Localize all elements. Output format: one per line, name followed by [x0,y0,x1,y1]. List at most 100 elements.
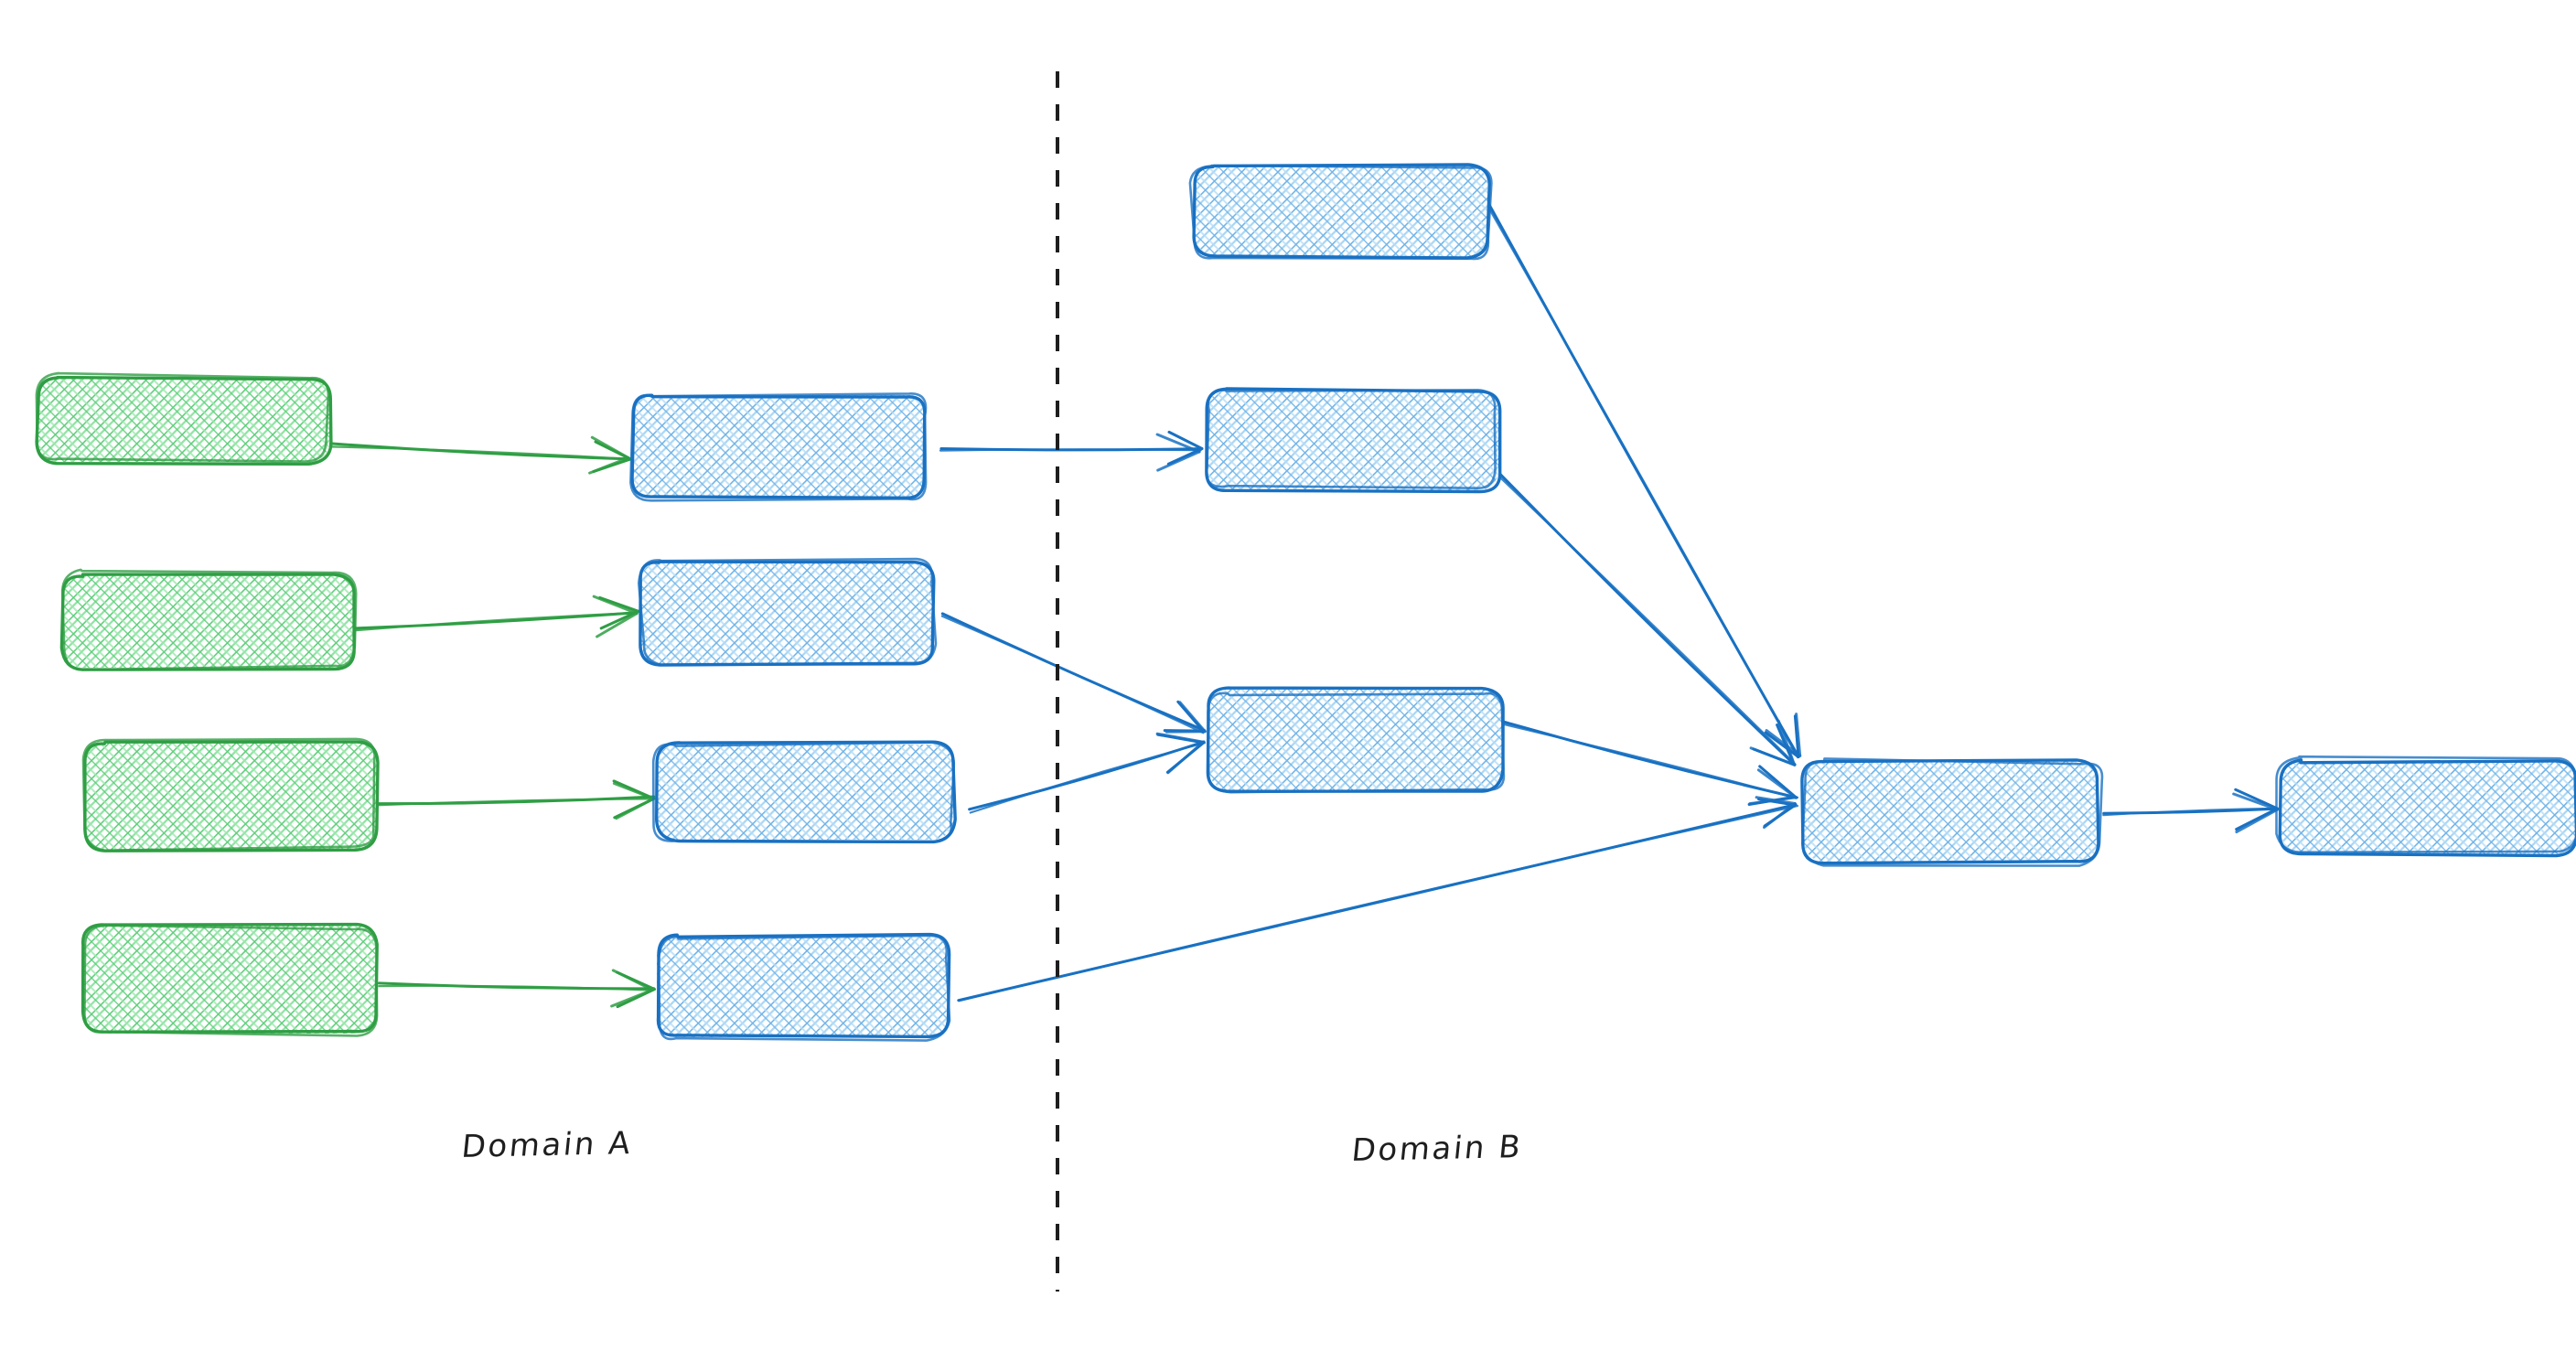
node-fill-hatch-b [37,378,329,462]
nodes-layer [35,163,2576,1042]
node-outline-stroke [651,741,956,843]
node-outline-stroke [61,568,358,671]
domain-b-label: Domain B [1349,1129,1525,1169]
node-b3[interactable] [1206,686,1506,794]
arrowhead-stroke [1765,729,1802,757]
edge-e6-m2-to-b3[interactable] [940,612,1207,734]
node-b1[interactable] [1188,163,1493,261]
node-outline-stroke [35,371,330,463]
node-fill-hatch-b [657,745,953,840]
node-outline-stroke [81,737,376,852]
edge-shaft [1485,202,1799,759]
node-outline-stroke [1800,758,2100,865]
arrowhead-stroke [615,797,656,820]
edge-shaft [355,611,638,632]
edge-shaft [2102,807,2278,817]
node-outline-stroke [83,924,379,1037]
arrowhead-stroke [1155,732,1205,744]
arrowhead-stroke [1167,430,1204,450]
node-b5[interactable] [2275,755,2576,858]
edge-e12-b4-to-b5[interactable] [2102,788,2279,833]
node-outline-stroke [59,573,356,671]
node-outline-stroke [657,934,951,1042]
node-fill-hatch-b [1206,391,1498,490]
edge-shaft [958,805,1799,1002]
arrowhead-stroke [610,988,654,1008]
edge-e2-a2-to-m2[interactable] [354,595,640,638]
edge-e8-b1-to-b4[interactable] [1485,201,1802,759]
node-outline-stroke [629,392,928,502]
domain-a-label: Domain A [459,1125,635,1165]
edge-shaft [378,984,654,991]
arrowhead-stroke [1749,746,1797,766]
node-fill-hatch-b [1195,165,1487,258]
node-outline-stroke [1192,163,1491,260]
arrowhead-stroke [2234,788,2279,810]
edge-e3-a3-to-m3[interactable] [377,779,656,820]
node-a3[interactable] [81,737,380,852]
edge-e1-a1-to-m1[interactable] [328,435,632,475]
node-outline-stroke [1207,691,1506,794]
arrowhead-stroke [1756,768,1798,799]
arrowhead-stroke [1155,433,1201,454]
arrowhead-stroke [1156,450,1201,472]
edge-e4-a4-to-m4[interactable] [378,969,656,1009]
node-fill-hatch-b [2281,761,2576,854]
edge-shaft [1501,723,1798,799]
arrowhead-stroke [1166,740,1205,775]
edges-layer [328,201,2279,1009]
node-m2[interactable] [638,557,938,667]
arrowhead-stroke [1764,731,1800,758]
arrowhead-stroke [1755,796,1797,805]
arrowhead-stroke [2235,808,2279,833]
edge-e9-b2-to-b4[interactable] [1498,473,1797,766]
arrowhead-stroke [1776,719,1797,766]
node-outline-stroke [80,922,379,1034]
node-fill-hatch-b [657,937,950,1037]
node-outline-stroke [2275,755,2576,853]
edge-e11-m4-to-b4[interactable] [957,796,1799,1002]
node-fill-hatch-b [1209,690,1502,790]
arrowhead-stroke [588,456,630,475]
node-fill-hatch-b [633,395,926,498]
arrowhead-stroke [1795,713,1802,757]
node-outline-stroke [656,932,951,1039]
edge-shaft [939,448,1202,452]
node-a2[interactable] [59,568,358,671]
node-fill-hatch-b [640,562,933,664]
edge-e10-b3-to-b4[interactable] [1501,720,1798,806]
node-outline-stroke [1188,164,1493,261]
node-fill-hatch-b [84,926,377,1034]
arrowhead-stroke [1763,802,1797,830]
arrowhead-stroke [611,969,654,991]
edge-shaft [377,798,655,807]
node-m1[interactable] [629,392,928,502]
node-m4[interactable] [656,932,951,1042]
arrowhead-stroke [1178,701,1207,734]
edge-e5-m1-to-b2[interactable] [939,430,1204,472]
node-outline-stroke [1801,757,2104,867]
arrowhead-stroke [590,435,630,459]
edge-shaft [969,742,1207,814]
edge-shaft [940,612,1207,733]
node-fill-hatch-b [1804,761,2098,862]
edge-shaft [1498,476,1797,766]
edge-shaft [328,445,630,460]
arrowhead-stroke [2232,792,2279,811]
node-b2[interactable] [1205,387,1502,494]
arrowhead-stroke [592,595,639,616]
node-b4[interactable] [1800,757,2104,867]
node-m3[interactable] [651,740,957,844]
node-a4[interactable] [80,922,379,1037]
arrowhead-stroke [596,612,639,638]
node-fill-hatch-b [62,574,355,668]
arrowhead-stroke [599,609,640,630]
node-fill-hatch-b [84,743,377,851]
arrowhead-stroke [612,782,656,800]
node-a1[interactable] [35,371,333,466]
node-outline-stroke [1205,389,1497,490]
node-outline-stroke [638,557,938,667]
edge-e7-m3-to-b3[interactable] [968,732,1207,814]
